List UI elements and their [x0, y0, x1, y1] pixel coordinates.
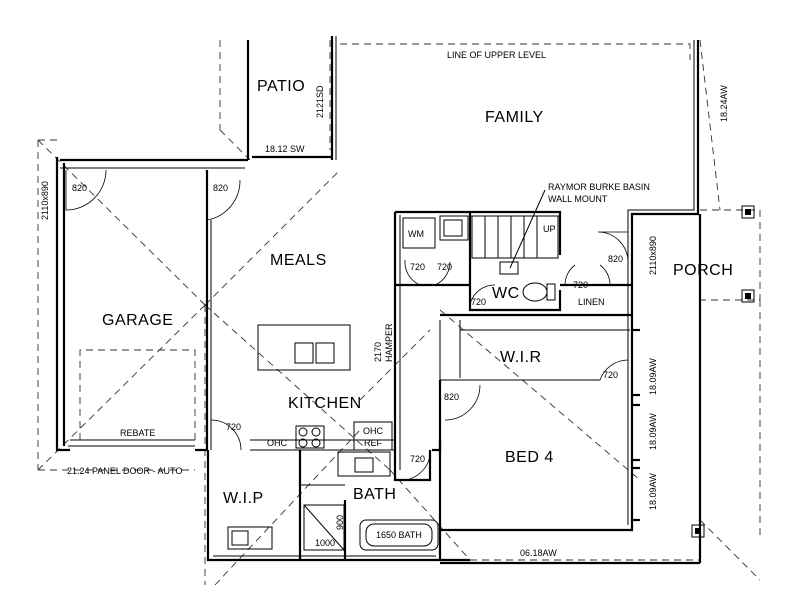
room-label-wir: W.I.R [500, 349, 542, 366]
room-label-kitchen: KITCHEN [288, 395, 362, 412]
room-label-porch: PORCH [673, 262, 733, 279]
room-label-bed4: BED 4 [505, 449, 554, 466]
door-820-garage: 820 [72, 183, 87, 193]
note-wm: WM [408, 229, 424, 239]
note-shower-1000: 1000 [315, 538, 335, 548]
room-labels: PATIO FAMILY MEALS GARAGE KITCHEN W.I.R … [102, 78, 733, 507]
dim-2110x890-left: 2110x890 [40, 181, 50, 220]
dim-0618aw: 06.18AW [520, 548, 557, 558]
note-ohc-ref-2: REF [364, 438, 383, 448]
dim-2121sd: 2121SD [315, 85, 325, 118]
room-label-patio: PATIO [257, 78, 305, 95]
walls [55, 36, 702, 565]
fixtures [70, 189, 559, 551]
annotations: LINE OF UPPER LEVEL RAYMOR BURKE BASIN W… [67, 50, 650, 548]
dim-1809aw-c: 18.09AW [648, 473, 658, 510]
note-upper-level: LINE OF UPPER LEVEL [447, 50, 546, 60]
door-720-wir: 720 [603, 370, 618, 380]
note-ohc-ref-1: OHC [363, 426, 384, 436]
label-linen: LINEN [578, 297, 605, 307]
door-720-laundry-a: 720 [410, 262, 425, 272]
dim-1809aw-a: 18.09AW [648, 358, 658, 395]
dimension-labels: 2121SD 18.12 SW 18.24AW 2110x890 2110x89… [40, 85, 729, 558]
dim-2110x890-right: 2110x890 [648, 236, 658, 275]
note-ohc: OHC [267, 438, 288, 448]
door-720-laundry-b: 720 [437, 262, 452, 272]
dim-1809aw-b: 18.09AW [648, 413, 658, 450]
door-720-bath: 720 [410, 454, 425, 464]
note-basin-1: RAYMOR BURKE BASIN [548, 182, 650, 192]
room-label-garage: GARAGE [102, 312, 173, 329]
note-hamper-1: 2170 [373, 342, 383, 362]
note-bath-size: 1650 BATH [376, 530, 422, 540]
note-basin-2: WALL MOUNT [548, 194, 608, 204]
door-820-bed4: 820 [444, 392, 459, 402]
note-rebate: REBATE [120, 428, 155, 438]
door-820-meals: 820 [213, 183, 228, 193]
dim-1824aw: 18.24AW [719, 85, 729, 122]
room-label-bath: BATH [353, 486, 396, 503]
room-label-family: FAMILY [485, 109, 544, 126]
door-720-linen: 720 [573, 280, 588, 290]
room-label-wip: W.I.P [223, 490, 264, 507]
door-720-wc: 720 [471, 297, 486, 307]
note-up: UP [543, 224, 556, 234]
room-label-meals: MEALS [270, 252, 327, 269]
note-hamper-2: HAMPER [384, 323, 394, 362]
door-720-kitchen: 720 [226, 422, 241, 432]
door-swings [65, 169, 629, 481]
door-820-porch: 820 [608, 254, 623, 264]
note-shower-900: 900 [335, 515, 345, 530]
door-labels: 820 820 820 720 720 720 720 720 820 720 … [72, 183, 623, 464]
porch-posts [691, 205, 755, 538]
dim-1812sw: 18.12 SW [265, 144, 305, 154]
note-panel-door: 21.24 PANEL DOOR - AUTO [67, 466, 182, 476]
room-label-wc: WC [492, 285, 520, 302]
